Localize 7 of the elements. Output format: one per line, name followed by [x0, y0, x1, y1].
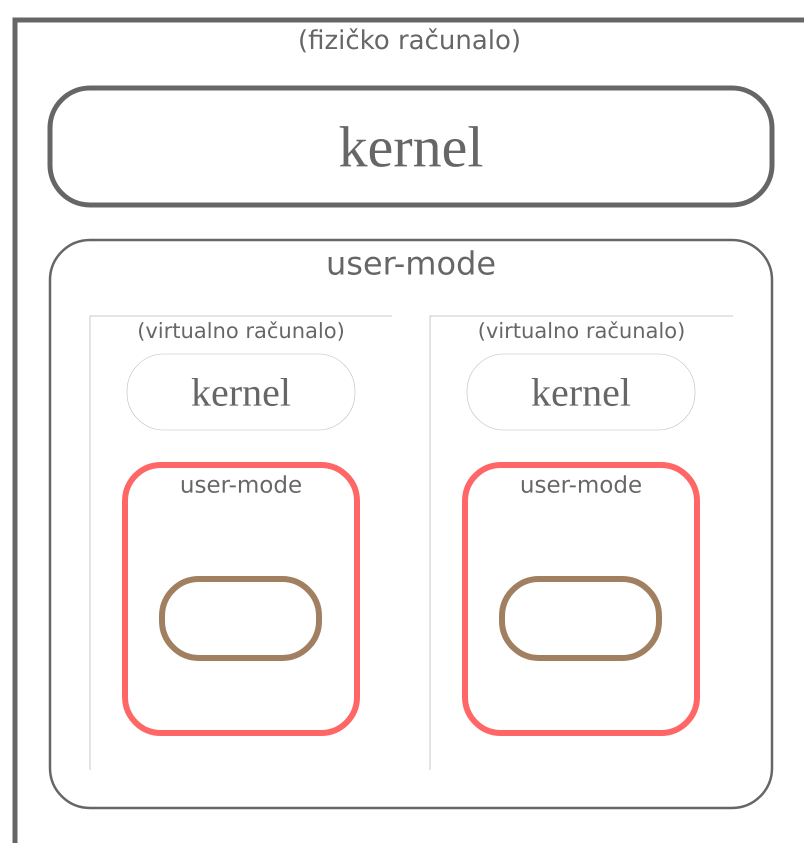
kernel-box: kernel [126, 354, 356, 430]
user-mode-box: user-mode [462, 462, 700, 736]
process-box [159, 576, 322, 661]
process-box [499, 576, 662, 661]
user-mode-box: user-mode [122, 462, 360, 736]
kernel-box: kernel [466, 354, 696, 430]
kernel-box: kernel [48, 86, 774, 208]
